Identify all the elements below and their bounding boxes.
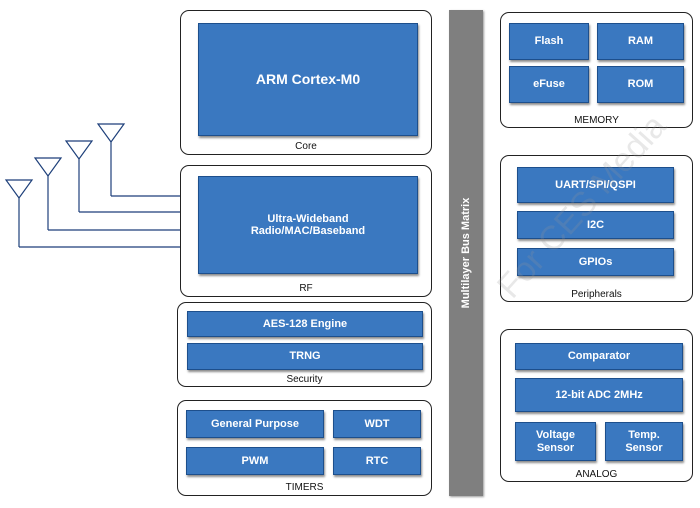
- wdt-block: WDT: [333, 410, 421, 438]
- adc-block: 12-bit ADC 2MHz: [515, 378, 683, 412]
- rf-label: RF: [299, 283, 313, 294]
- i2c-block: I2C: [517, 211, 674, 239]
- bus-matrix-label: Multilayer Bus Matrix: [460, 197, 472, 309]
- temp-sensor-line-2: Sensor: [625, 441, 663, 454]
- ram-block: RAM: [597, 23, 684, 60]
- rtc-block: RTC: [333, 447, 421, 475]
- antenna-icon-4: [4, 179, 34, 200]
- pwm-block: PWM: [186, 447, 324, 475]
- antenna-icon-2: [64, 140, 94, 161]
- efuse-block: eFuse: [509, 66, 589, 103]
- security-label: Security: [286, 374, 323, 385]
- peripherals-label: Peripherals: [571, 289, 622, 300]
- voltage-sensor-line-2: Sensor: [536, 441, 575, 454]
- trng-block: TRNG: [187, 343, 423, 370]
- voltage-sensor-block: Voltage Sensor: [515, 422, 596, 461]
- rom-block: ROM: [597, 66, 684, 103]
- antenna-icon-1: [96, 123, 126, 144]
- temp-sensor-line-1: Temp.: [628, 429, 660, 442]
- flash-block: Flash: [509, 23, 589, 60]
- uwb-line-1: Ultra-Wideband: [267, 212, 349, 225]
- bus-matrix-bar: Multilayer Bus Matrix: [449, 10, 483, 496]
- antenna-icon-3: [33, 157, 63, 178]
- general-purpose-timer-block: General Purpose: [186, 410, 324, 438]
- analog-label: ANALOG: [575, 469, 618, 480]
- aes-engine-block: AES-128 Engine: [187, 311, 423, 337]
- gpios-block: GPIOs: [517, 248, 674, 276]
- comparator-block: Comparator: [515, 343, 683, 370]
- voltage-sensor-line-1: Voltage: [536, 429, 575, 442]
- memory-label: MEMORY: [574, 115, 619, 126]
- uwb-line-2: Radio/MAC/Baseband: [250, 225, 366, 237]
- timers-label: TIMERS: [285, 482, 324, 493]
- uart-spi-qspi-block: UART/SPI/QSPI: [517, 167, 674, 203]
- core-label: Core: [295, 141, 317, 152]
- uwb-radio-block: Ultra-Wideband Radio/MAC/Baseband: [198, 176, 418, 274]
- arm-cortex-m0-block: ARM Cortex-M0: [198, 23, 418, 136]
- temp-sensor-block: Temp. Sensor: [605, 422, 683, 461]
